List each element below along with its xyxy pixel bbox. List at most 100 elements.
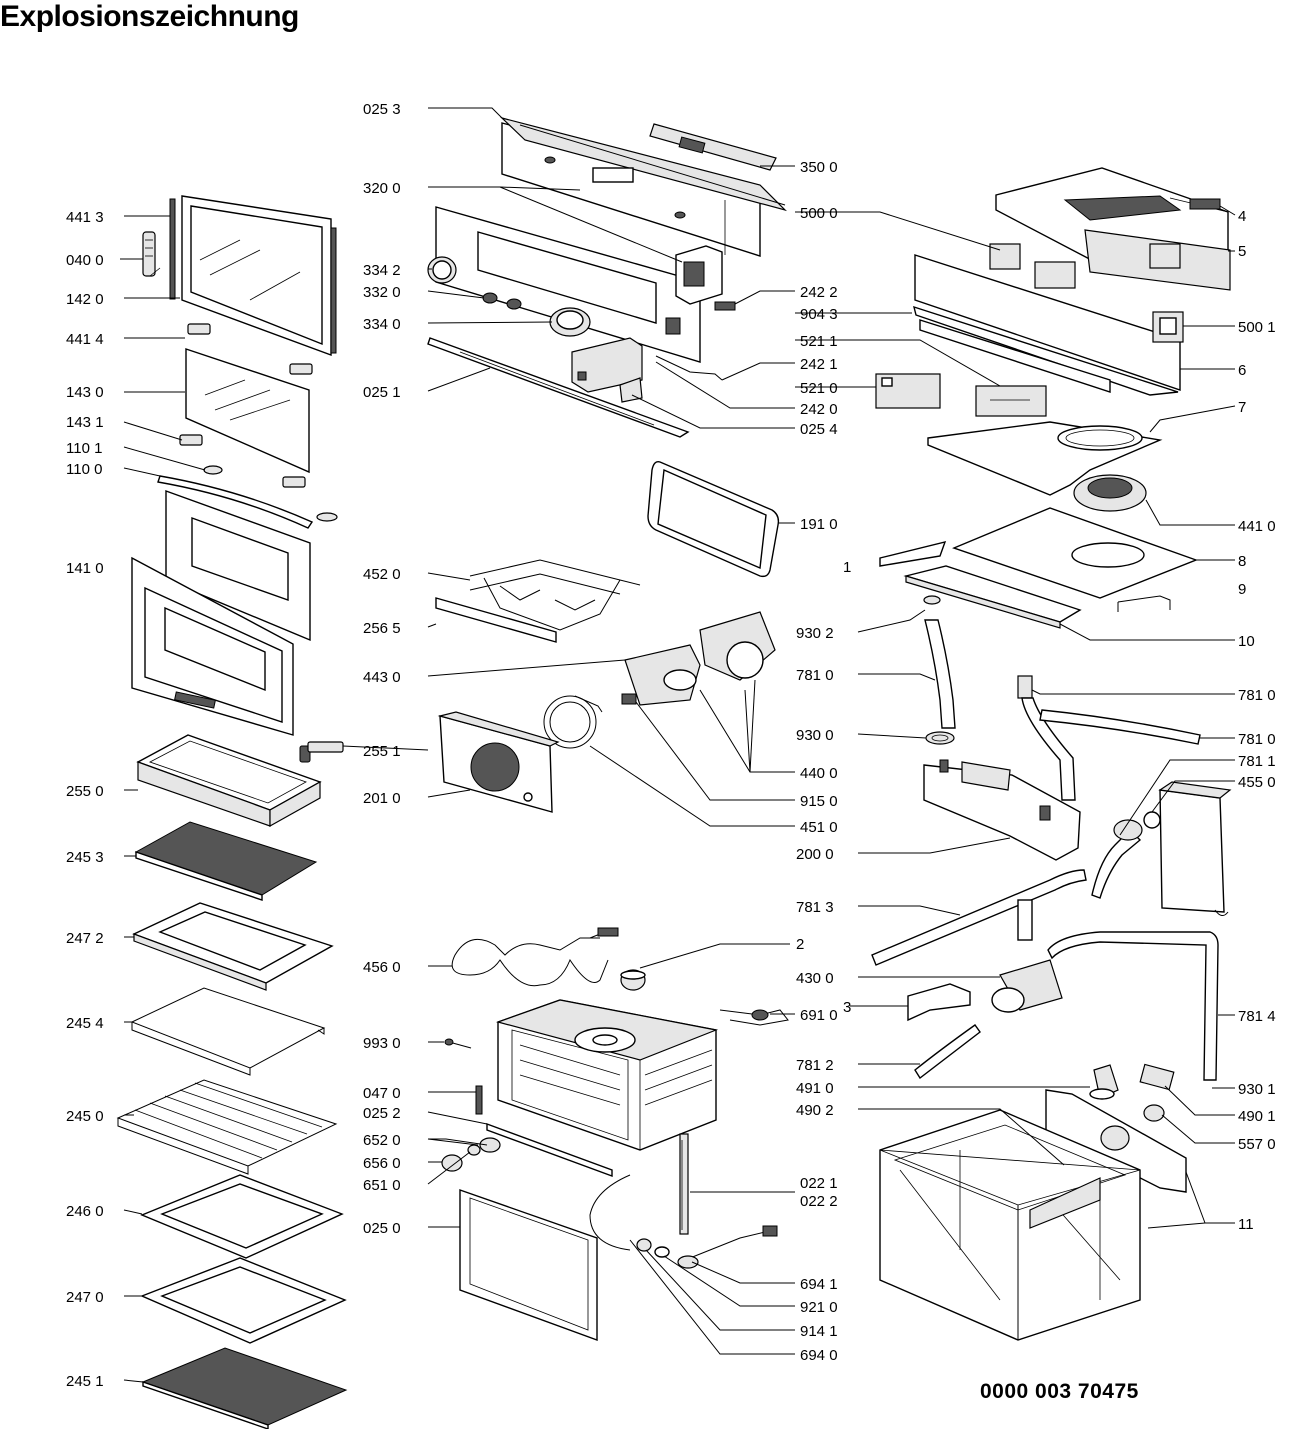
- callout-247-2: 247 2: [66, 930, 104, 947]
- side-grease-filter: [299, 741, 344, 763]
- callout-047-0: 047 0: [363, 1085, 401, 1102]
- callout-022-2: 022 2: [800, 1193, 838, 1210]
- callout-7: 7: [1238, 399, 1246, 416]
- callout-781-4: 781 4: [1238, 1008, 1276, 1025]
- callout-11: 11: [1238, 1216, 1254, 1233]
- callout-022-1: 022 1: [800, 1175, 838, 1192]
- housing-frame: [879, 1109, 1141, 1341]
- callout-110-0: 110 0: [66, 461, 102, 478]
- callout-320-0: 320 0: [363, 180, 401, 197]
- callout-456-0: 456 0: [363, 959, 401, 976]
- door-seal: [647, 460, 780, 578]
- wire-rack-small: [130, 987, 326, 1076]
- callout-191-0: 191 0: [800, 516, 838, 533]
- callout-930-0: 930 0: [796, 727, 834, 744]
- callout-labels-left: 441 3 040 0 142 0 441 4 143 0 143 1 110 …: [66, 209, 104, 1390]
- wire-rack: [116, 1079, 338, 1175]
- hoses: [923, 595, 1201, 801]
- callout-691-0: 691 0: [800, 1007, 838, 1024]
- callout-332-0: 332 0: [363, 284, 401, 301]
- callout-141-0: 141 0: [66, 560, 104, 577]
- callout-557-0: 557 0: [1238, 1136, 1276, 1153]
- fan-heater-ring: [543, 695, 603, 749]
- splatter-mesh: [141, 1347, 348, 1429]
- condensation-tube: [871, 869, 1087, 966]
- callout-025-4: 025 4: [800, 421, 838, 438]
- pump-assembly: [907, 959, 1063, 1080]
- door-outer-panel: [131, 490, 311, 736]
- fan-cover: [437, 711, 560, 813]
- callout-490-1: 490 1: [1238, 1108, 1276, 1125]
- callout-255-0: 255 0: [66, 783, 104, 800]
- callout-8: 8: [1238, 553, 1246, 570]
- callout-255-1: 255 1: [363, 743, 401, 760]
- callout-443-0: 443 0: [363, 669, 401, 686]
- oven-light-and-cable: [719, 1009, 789, 1026]
- inner-door-frame: [459, 1189, 598, 1342]
- knobs: [427, 256, 591, 337]
- air-deflector: [903, 565, 1082, 629]
- callout-915-0: 915 0: [800, 793, 838, 810]
- callout-245-3: 245 3: [66, 849, 104, 866]
- electronics-chassis: [913, 229, 1231, 396]
- callout-040-0: 040 0: [66, 252, 104, 269]
- sensor-fitting: [620, 969, 646, 991]
- callout-781-1: 781 1: [1238, 753, 1276, 770]
- callout-143-1: 143 1: [66, 414, 104, 431]
- grill-element-upper: [435, 559, 641, 643]
- control-panel-fascia: [499, 116, 788, 257]
- callout-025-3: 025 3: [363, 101, 401, 118]
- callout-781-3: 781 3: [796, 899, 834, 916]
- callout-500-0: 500 0: [800, 205, 838, 222]
- callout-350-0: 350 0: [800, 159, 838, 176]
- clip-bracket: [1117, 595, 1171, 612]
- callout-652-0: 652 0: [363, 1132, 401, 1149]
- callout-143-0: 143 0: [66, 384, 104, 401]
- callout-930-1: 930 1: [1238, 1081, 1276, 1098]
- callout-242-2: 242 2: [800, 284, 838, 301]
- callout-451-0: 451 0: [800, 819, 838, 836]
- callout-9: 9: [1238, 581, 1246, 598]
- callout-651-0: 651 0: [363, 1177, 401, 1194]
- bottom-heating-element: [451, 927, 619, 987]
- leader-lines: [120, 107, 1236, 1383]
- callout-245-1: 245 1: [66, 1373, 104, 1390]
- screw: [444, 1038, 472, 1049]
- callout-781-2: 781 2: [796, 1057, 834, 1074]
- callout-256-5: 256 5: [363, 620, 401, 637]
- door-middle-glass: [179, 323, 313, 488]
- callout-142-0: 142 0: [66, 291, 104, 308]
- callout-245-4: 245 4: [66, 1015, 104, 1032]
- callout-246-0: 246 0: [66, 1203, 104, 1220]
- callout-781-0-c: 781 0: [1238, 731, 1276, 748]
- baking-tray-flat: [140, 1174, 344, 1259]
- fan-mount-plate: [879, 507, 1198, 599]
- callout-914-1: 914 1: [800, 1323, 838, 1340]
- door-handle-fitting: [142, 231, 161, 277]
- callout-490-2: 490 2: [796, 1102, 834, 1119]
- callout-201-0: 201 0: [363, 790, 401, 807]
- callout-247-0: 247 0: [66, 1289, 104, 1306]
- page-title: Explosionszeichnung: [0, 0, 299, 33]
- cooling-fan: [1073, 474, 1147, 512]
- callout-242-0: 242 0: [800, 401, 838, 418]
- callout-10: 10: [1238, 633, 1255, 650]
- callout-694-1: 694 1: [800, 1276, 838, 1293]
- callout-242-1: 242 1: [800, 356, 838, 373]
- callout-993-0: 993 0: [363, 1035, 401, 1052]
- callout-025-0: 025 0: [363, 1220, 401, 1237]
- grill-grid: [134, 821, 318, 901]
- callout-025-2: 025 2: [363, 1105, 401, 1122]
- callout-110-1: 110 1: [66, 440, 102, 457]
- callout-labels-center-left: 025 3 320 0 334 2 332 0 334 0 025 1 452 …: [363, 101, 401, 1237]
- callout-500-1: 500 1: [1238, 319, 1276, 336]
- callout-5: 5: [1238, 243, 1246, 260]
- door-handle-bar: [157, 465, 338, 529]
- callout-441-0: 441 0: [1238, 518, 1276, 535]
- callout-930-2: 930 2: [796, 625, 834, 642]
- callout-025-1: 025 1: [363, 384, 401, 401]
- panel-bracket-strip: [427, 337, 690, 438]
- fan-and-motor: [621, 611, 776, 706]
- water-tank: [923, 759, 1081, 861]
- callout-labels-right: 4 5 500 1 6 7 441 0 8 9 10 781 0 781 0 7…: [1238, 208, 1276, 1233]
